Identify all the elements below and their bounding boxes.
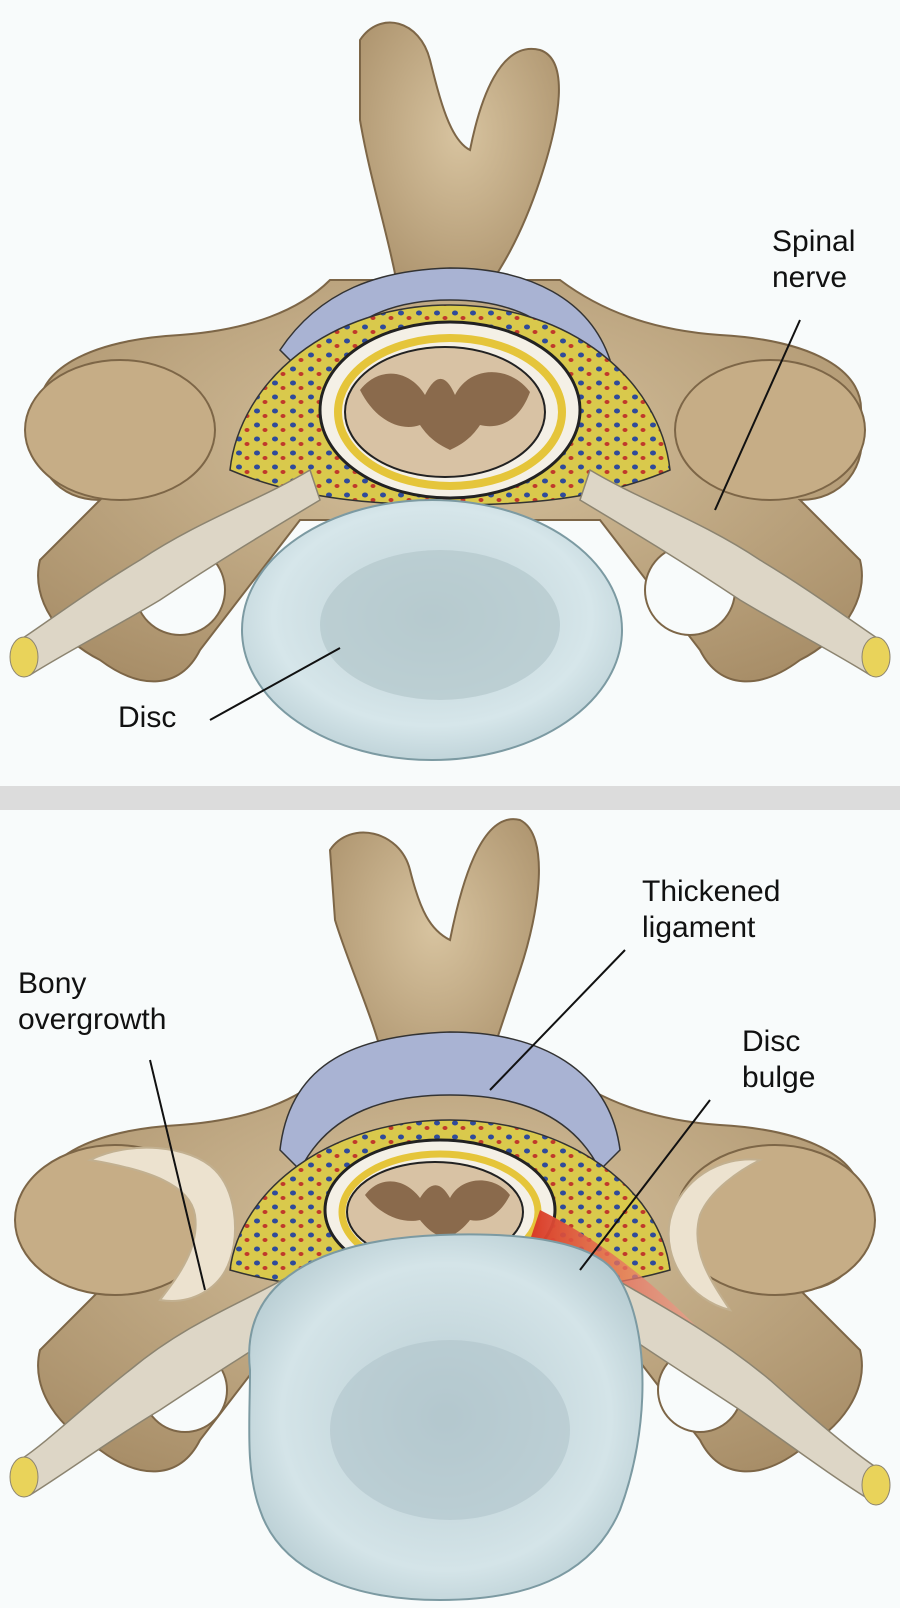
spinal-nerve-leader xyxy=(714,319,801,511)
left-facet-joint xyxy=(24,359,216,501)
panel-divider xyxy=(0,786,900,810)
label-disc-bulge: Disc bulge xyxy=(742,1025,816,1094)
disc-leader xyxy=(209,647,341,721)
spinous-process xyxy=(359,21,560,301)
normal-vertebra-panel: Spinal nerve Disc xyxy=(0,0,900,786)
bony-overgrowth-leader xyxy=(149,1059,206,1291)
label-spinal-nerve: Spinal nerve xyxy=(772,225,856,294)
label-disc: Disc xyxy=(118,701,177,734)
label-bony-overgrowth: Bony overgrowth xyxy=(18,967,167,1036)
gray-matter xyxy=(365,1180,510,1238)
gray-matter xyxy=(360,372,530,450)
nucleus-pulposus xyxy=(330,1340,570,1520)
thickened-ligament xyxy=(279,1031,621,1172)
stenosis-vertebra-panel: Thickened ligament Bony overgrowth Disc … xyxy=(0,810,900,1608)
nucleus-pulposus xyxy=(320,550,560,700)
normal-vertebra-illustration xyxy=(9,21,891,761)
disc-bulge-leader xyxy=(579,1099,711,1271)
right-facet-joint xyxy=(674,359,866,501)
label-thickened-ligament: Thickened ligament xyxy=(642,875,781,944)
right-bony-overgrowth xyxy=(667,1158,764,1312)
stenosis-vertebra-illustration xyxy=(9,818,891,1602)
thickened-ligament-leader xyxy=(489,949,626,1091)
